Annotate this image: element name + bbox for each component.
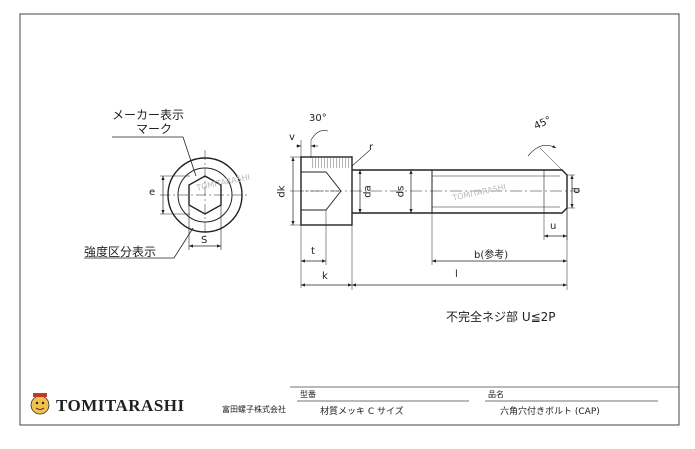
- dim-s: S: [201, 235, 208, 246]
- strength-leader: [84, 227, 194, 259]
- dim-b: b(参考): [474, 250, 509, 261]
- product-value: 六角穴付きボルト (CAP): [500, 407, 600, 417]
- marker-label-line2: マーク: [136, 122, 173, 136]
- dim-angle-head: 30°: [309, 113, 327, 124]
- dim-v: v: [289, 132, 295, 143]
- dim-t: t: [311, 246, 315, 257]
- model-header: 型番: [300, 390, 316, 399]
- outer-border: [19, 13, 680, 426]
- dim-ds: ds: [395, 185, 407, 198]
- dim-da: da: [362, 185, 374, 198]
- marker-leader: [112, 136, 197, 177]
- dim-e: e: [149, 187, 156, 198]
- side-view: [290, 130, 580, 290]
- knurl-band: [311, 158, 351, 168]
- dim-u: u: [550, 221, 557, 232]
- front-view: [84, 136, 250, 259]
- bolt-shank: [352, 169, 568, 214]
- incomplete-thread-label: 不完全ネジ部 U≦2P: [446, 310, 556, 324]
- dim-l: l: [455, 269, 458, 280]
- dim-d: d: [571, 187, 583, 194]
- product-header: 品名: [488, 390, 504, 399]
- model-value: 材質メッキ C サイズ: [320, 407, 404, 417]
- dim-r: r: [369, 142, 374, 153]
- marker-label-line1: メーカー表示: [112, 108, 185, 122]
- brand-logo-text: TOMITARASHI: [56, 396, 185, 415]
- company-name: 富田螺子株式会社: [222, 405, 286, 414]
- dim-k: k: [322, 271, 328, 282]
- logo-mascot: [30, 393, 50, 415]
- dim-dk: dk: [276, 185, 288, 198]
- strength-label: 強度区分表示: [84, 245, 157, 259]
